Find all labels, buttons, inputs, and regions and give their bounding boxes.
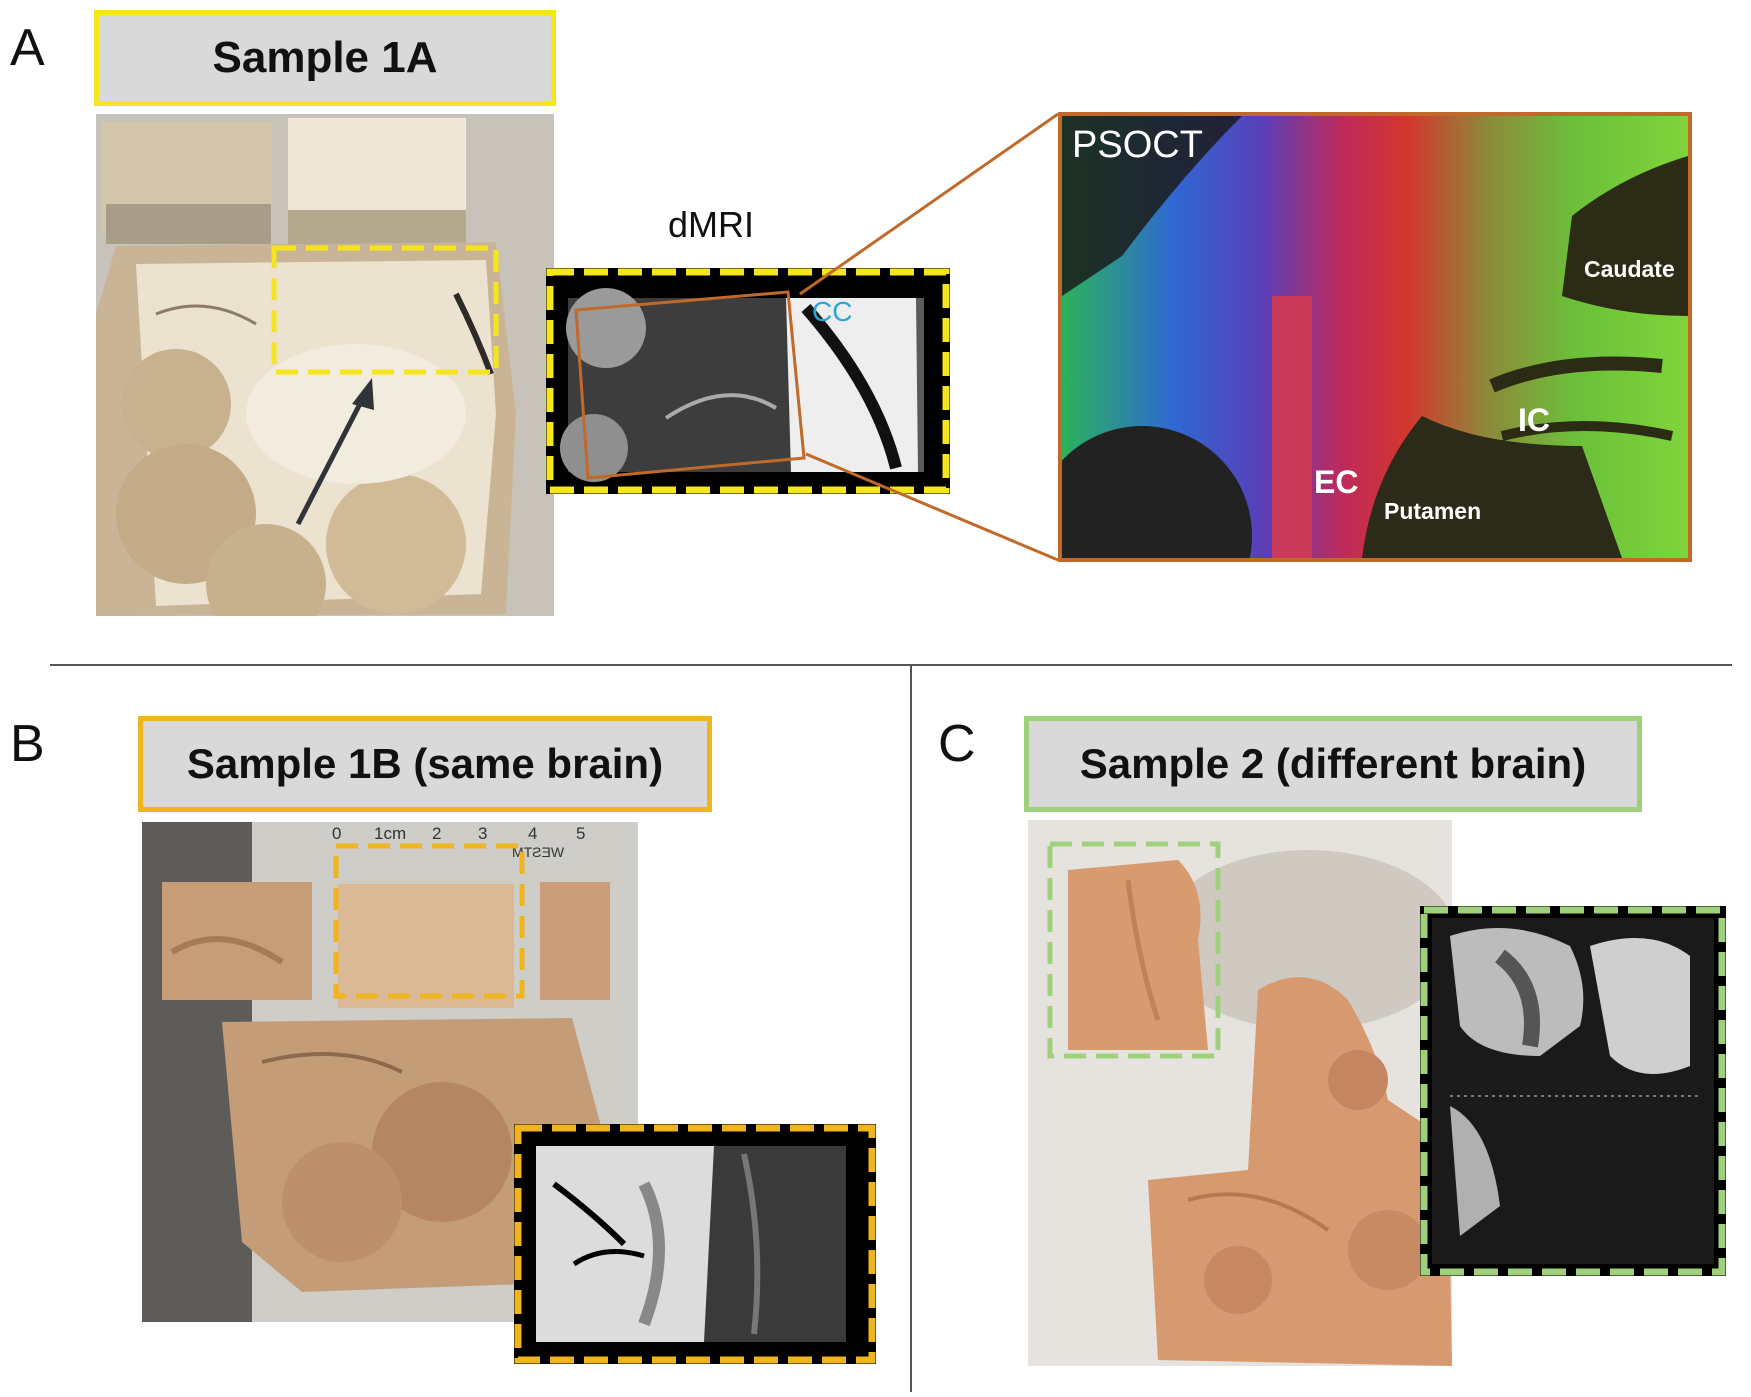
sample-1b-title: Sample 1B (same brain): [138, 716, 712, 812]
sample-1b-tissue-illustration: [142, 822, 638, 1322]
putamen-label: Putamen: [1384, 498, 1482, 524]
sample-2-title: Sample 2 (different brain): [1024, 716, 1642, 812]
dmri-scan-illustration: [546, 268, 950, 494]
ruler-tick: 1cm: [374, 824, 407, 843]
sample-1a-photo: [96, 114, 554, 616]
dmri-label: dMRI: [668, 204, 755, 245]
sample-1b-mri-image: [514, 1124, 876, 1364]
sample-2-title-text: Sample 2 (different brain): [1079, 740, 1587, 787]
sample-1a-title: Sample 1A: [94, 10, 556, 106]
ruler-tick: 3: [478, 824, 488, 843]
ruler-tick: 4: [528, 824, 538, 843]
sample-2-tissue-illustration: [1028, 820, 1452, 1366]
sample-1b-photo: 0 1cm 2 3 4 5 WESTM: [142, 822, 638, 1322]
ruler: 0 1cm 2 3 4 5 WESTM: [332, 822, 602, 862]
sample-1b-dashed-box: [333, 843, 525, 999]
ic-label: IC: [1518, 402, 1550, 438]
panel-letter-b: B: [10, 715, 45, 773]
sample-1a-title-text: Sample 1A: [212, 33, 438, 82]
caudate-label: Caudate: [1584, 256, 1675, 282]
dmri-image: CC: [546, 268, 950, 494]
psoct-fiber-orientation-illustration: [1062, 116, 1688, 558]
sample-1b-mri-illustration: [514, 1124, 876, 1364]
panel-letter-c: C: [938, 715, 976, 773]
cc-label: CC: [812, 296, 853, 327]
ruler-tick: 2: [432, 824, 442, 843]
ruler-tick: 0: [332, 824, 342, 843]
sample-2-mri-image: [1420, 906, 1726, 1276]
sample-2-mri-illustration: [1420, 906, 1726, 1276]
sample-2-photo: [1028, 820, 1452, 1366]
psoct-label: PSOCT: [1072, 124, 1203, 166]
psoct-image: PSOCT Caudate IC EC Putamen: [1058, 112, 1692, 562]
vertical-divider: [910, 664, 912, 1392]
sample-1a-tissue-illustration: [96, 114, 554, 616]
ruler-tick: 5: [576, 824, 586, 843]
panel-letter-a: A: [10, 19, 45, 77]
ec-label: EC: [1314, 464, 1359, 500]
horizontal-divider: [50, 664, 1732, 666]
sample-1b-title-text: Sample 1B (same brain): [186, 740, 664, 787]
